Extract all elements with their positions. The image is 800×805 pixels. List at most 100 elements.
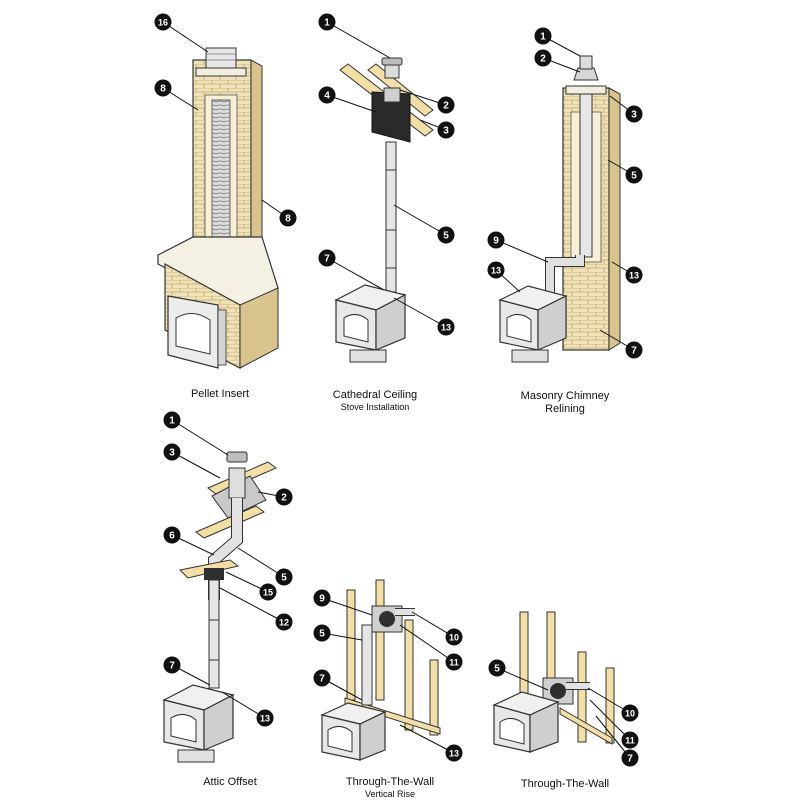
caption-sub: Vertical Rise bbox=[364, 789, 416, 799]
callout-leader-line bbox=[495, 239, 549, 263]
callout-badge bbox=[318, 249, 336, 267]
callout-7-attic-offset: 7 bbox=[163, 656, 211, 686]
callout-badge bbox=[313, 669, 331, 687]
callout-leader-line bbox=[219, 587, 285, 623]
callout-5-through-wall-vertical: 5 bbox=[313, 624, 363, 642]
callout-13-masonry-chimney: 13 bbox=[611, 261, 643, 284]
callout-1-attic-offset: 1 bbox=[163, 411, 229, 456]
callout-badge bbox=[437, 121, 455, 139]
callout-number: 7 bbox=[319, 674, 325, 685]
attic-offset-illustration bbox=[162, 451, 277, 763]
callout-number: 15 bbox=[263, 588, 273, 598]
callout-number: 8 bbox=[160, 84, 166, 95]
callout-badge bbox=[256, 709, 274, 727]
callout-number: 2 bbox=[443, 101, 449, 112]
callout-number: 3 bbox=[169, 448, 175, 459]
callout-13-masonry-chimney: 13 bbox=[487, 261, 521, 293]
callout-badge bbox=[163, 656, 181, 674]
callout-leader-line bbox=[496, 667, 549, 691]
callout-2-attic-offset: 2 bbox=[257, 488, 293, 506]
callout-10-through-wall: 10 bbox=[587, 687, 639, 722]
callout-5-attic-offset: 5 bbox=[237, 547, 293, 586]
callout-leader-line bbox=[321, 597, 373, 616]
callout-badge bbox=[313, 589, 331, 607]
callout-badge bbox=[275, 613, 293, 631]
masonry-chimney-illustration bbox=[498, 55, 621, 363]
callout-leader-line bbox=[393, 204, 447, 236]
through-wall-illustration bbox=[492, 611, 615, 753]
callout-6-attic-offset: 6 bbox=[163, 526, 215, 556]
callout-number: 7 bbox=[324, 254, 330, 265]
callout-13-cathedral-ceiling: 13 bbox=[393, 297, 455, 336]
callout-badge bbox=[313, 624, 331, 642]
callout-badge bbox=[163, 411, 181, 429]
callout-number: 9 bbox=[319, 594, 325, 605]
callout-13-through-wall-vertical: 13 bbox=[399, 724, 463, 762]
callout-15-attic-offset: 15 bbox=[225, 571, 277, 601]
callout-12-attic-offset: 12 bbox=[219, 587, 293, 631]
caption-main: Cathedral Ceiling bbox=[332, 389, 418, 401]
callout-badge bbox=[318, 86, 336, 104]
caption-sub: Relining bbox=[545, 403, 585, 415]
callout-number: 7 bbox=[169, 661, 175, 672]
callout-leader-line bbox=[399, 624, 455, 663]
callout-1-masonry-chimney: 1 bbox=[534, 27, 581, 57]
caption-attic-offset: Attic Offset bbox=[155, 776, 305, 789]
callout-leader-line bbox=[326, 21, 391, 59]
callout-leader-line bbox=[171, 451, 221, 479]
callout-number: 13 bbox=[449, 749, 459, 759]
callout-badge bbox=[259, 583, 277, 601]
callout-5-cathedral-ceiling: 5 bbox=[393, 204, 455, 244]
callout-number: 11 bbox=[625, 736, 635, 746]
callout-number: 12 bbox=[279, 618, 289, 628]
callout-leader-line bbox=[162, 21, 209, 53]
callout-badge bbox=[163, 526, 181, 544]
callout-number: 5 bbox=[281, 573, 287, 584]
caption-pellet-insert: Pellet Insert bbox=[140, 388, 300, 401]
callout-3-masonry-chimney: 3 bbox=[609, 95, 643, 123]
callout-7-through-wall: 7 bbox=[595, 715, 639, 767]
callout-badge bbox=[445, 744, 463, 762]
callout-leader-line bbox=[399, 724, 455, 754]
callout-number: 13 bbox=[260, 714, 270, 724]
callout-10-through-wall-vertical: 10 bbox=[411, 611, 463, 646]
callout-11-through-wall: 11 bbox=[589, 699, 639, 749]
caption-main: Masonry Chimney bbox=[520, 390, 610, 402]
callout-7-masonry-chimney: 7 bbox=[599, 329, 643, 359]
callout-number: 6 bbox=[169, 531, 175, 542]
callout-badge bbox=[318, 13, 336, 31]
callout-8-pellet-insert: 8 bbox=[261, 199, 297, 227]
callout-badge bbox=[437, 226, 455, 244]
caption-main: Pellet Insert bbox=[190, 388, 250, 400]
callout-number: 4 bbox=[324, 91, 330, 102]
callout-number: 13 bbox=[629, 271, 639, 281]
callout-number: 11 bbox=[449, 658, 459, 668]
callout-leader-line bbox=[171, 419, 229, 456]
callout-badge bbox=[163, 443, 181, 461]
callout-13-attic-offset: 13 bbox=[221, 691, 274, 727]
callout-leader-line bbox=[326, 94, 377, 113]
callout-badge bbox=[275, 568, 293, 586]
callout-badge bbox=[445, 628, 463, 646]
callout-number: 2 bbox=[540, 54, 546, 65]
callout-badge bbox=[275, 488, 293, 506]
callout-3-attic-offset: 3 bbox=[163, 443, 221, 479]
callout-7-cathedral-ceiling: 7 bbox=[318, 249, 385, 291]
callout-number: 7 bbox=[627, 754, 633, 765]
callout-badge bbox=[534, 49, 552, 67]
callout-badge bbox=[487, 261, 505, 279]
callout-badge bbox=[487, 231, 505, 249]
callout-number: 5 bbox=[631, 171, 637, 182]
callout-number: 5 bbox=[494, 664, 500, 675]
callout-5-through-wall: 5 bbox=[488, 659, 549, 691]
callout-number: 9 bbox=[493, 236, 499, 247]
caption-main: Through-The-Wall bbox=[520, 778, 610, 790]
callout-leader-line bbox=[326, 257, 385, 291]
callout-badge bbox=[154, 13, 172, 31]
callout-badge bbox=[488, 659, 506, 677]
callout-badge bbox=[625, 341, 643, 359]
callout-number: 7 bbox=[631, 346, 637, 357]
caption-cathedral-ceiling: Cathedral Ceiling Stove Installation bbox=[300, 389, 450, 413]
